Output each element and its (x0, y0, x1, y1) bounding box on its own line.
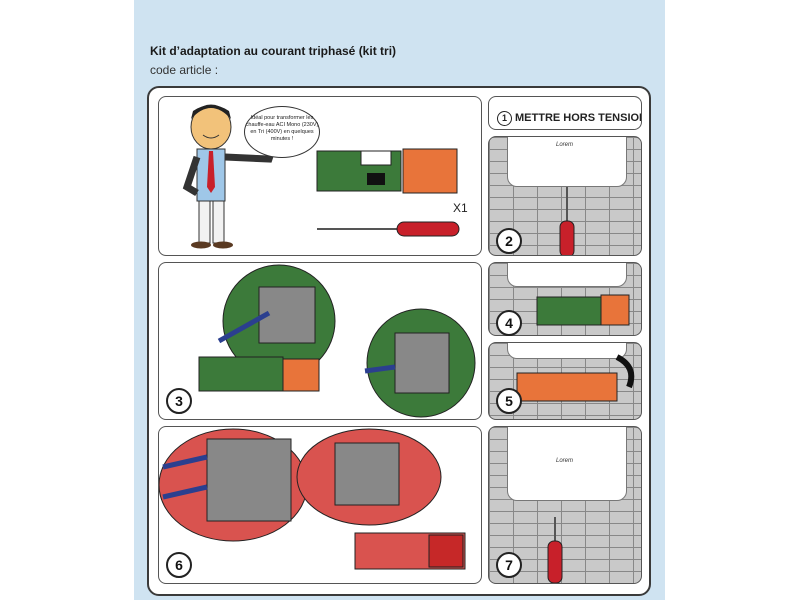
step-4-number: 4 (496, 310, 522, 336)
step-1-label: METTRE HORS TENSION (515, 112, 642, 124)
panel-kit-contents (158, 96, 482, 256)
screwdriver (317, 221, 460, 237)
step-6-number: 6 (166, 552, 192, 578)
pcb-mounted-illustration (516, 354, 635, 402)
step-7-number: 7 (496, 552, 522, 578)
speech-bubble: Idéal pour transformer les chauffe-eau A… (244, 106, 320, 158)
step-1-number: 1 (497, 111, 512, 126)
brand-label-step-7: Lorem (556, 458, 574, 464)
water-heater: Lorem (507, 137, 627, 187)
step-2-number: 2 (496, 228, 522, 254)
presenter-character (182, 104, 275, 249)
kit-illustration (182, 104, 460, 249)
panel-step-3 (158, 262, 482, 420)
adapter-pcb (316, 148, 458, 194)
screwdriver-illustration-step-7 (547, 517, 563, 583)
panel-step-6 (158, 426, 482, 584)
water-heater-closed: Lorem (507, 427, 627, 501)
water-heater-open (507, 263, 627, 287)
article-code-label: code article : (150, 63, 219, 77)
wiring-illustration-step-6 (159, 428, 466, 570)
pcb-insertion-illustration (536, 294, 630, 326)
step-3-number: 3 (166, 388, 192, 414)
step-5-number: 5 (496, 388, 522, 414)
brand-label: Lorem (556, 142, 574, 148)
wiring-illustration-step-3 (198, 264, 476, 418)
water-heater-closing (507, 343, 627, 359)
panel-step-2: Lorem (488, 136, 642, 256)
document-title: Kit d’adaptation au courant triphasé (ki… (150, 44, 397, 58)
screwdriver-illustration (559, 187, 575, 255)
quantity-label: X1 (453, 201, 468, 215)
